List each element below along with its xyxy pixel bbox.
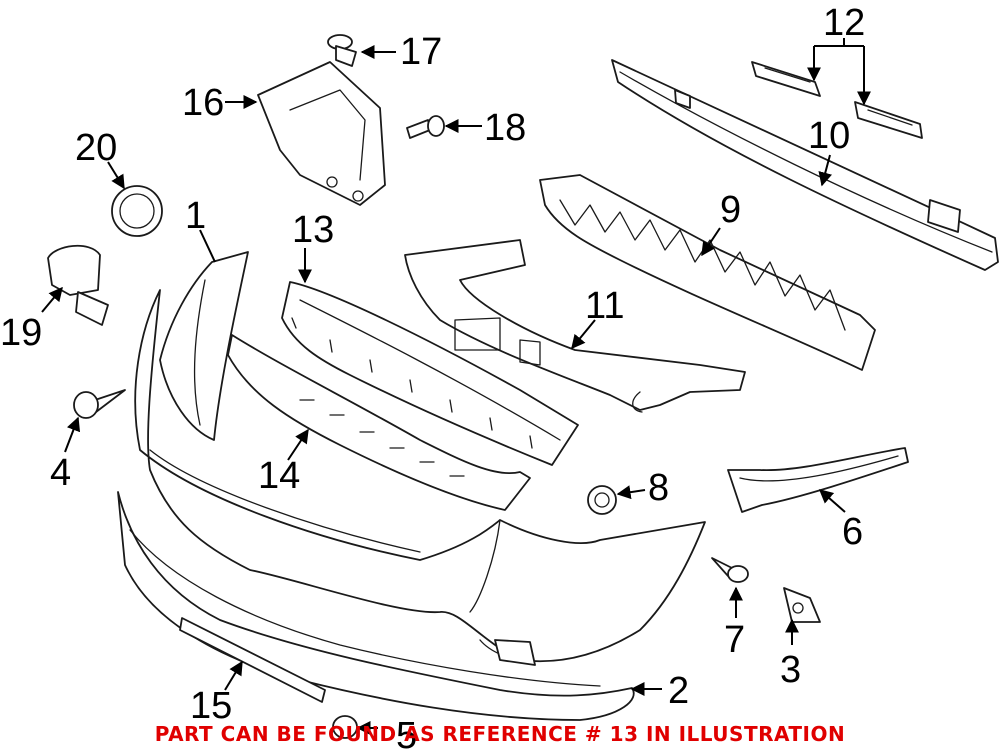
leader-11: [571, 319, 596, 350]
leader-4: [64, 416, 81, 453]
callout-6: 6: [842, 511, 863, 553]
callout-13: 13: [292, 209, 334, 251]
crossmember-part: [404, 239, 746, 413]
leader-20: [107, 161, 125, 190]
callout-15: 15: [190, 685, 232, 727]
leader-19: [41, 286, 63, 313]
callout-1: 1: [185, 195, 206, 237]
callout-10: 10: [808, 115, 850, 157]
bumper-pin-part: [73, 389, 126, 419]
leader-9: [701, 227, 721, 257]
reflector-strip-part: [227, 334, 531, 511]
reference-caption: PART CAN BE FOUND AS REFERENCE # 13 IN I…: [154, 722, 846, 746]
callout-17: 17: [400, 31, 442, 73]
leader-12: [813, 38, 865, 104]
bumper-support-part: [539, 174, 876, 371]
bolt-18-part: [406, 115, 445, 139]
callout-5: 5: [396, 715, 417, 756]
clip-pair-part: [751, 61, 923, 139]
molding-part: [179, 617, 326, 703]
callout-20: 20: [75, 127, 117, 169]
push-pin-part: [711, 557, 749, 583]
leader-15: [224, 660, 243, 691]
grommet-part: [587, 485, 617, 515]
leader-1: [199, 229, 216, 263]
mounting-bracket-part: [257, 61, 386, 206]
callout-labels: 1 2 3 4 5 6 7 8 9 10 11 12 13 14 15 16 1…: [0, 2, 865, 756]
leader-10: [818, 154, 833, 187]
leader-lines: [41, 38, 871, 735]
leader-6: [818, 489, 846, 513]
callout-7: 7: [724, 619, 745, 661]
callout-8: 8: [648, 467, 669, 509]
side-bracket-part: [727, 447, 909, 513]
callout-3: 3: [780, 649, 801, 691]
callout-16: 16: [182, 82, 224, 124]
absorber-strip-part: [281, 281, 579, 466]
bumper-bracket-part: [159, 251, 249, 441]
callout-11: 11: [585, 285, 624, 327]
retainer-clip-part: [783, 587, 821, 623]
callout-9: 9: [720, 189, 741, 231]
parking-sensor-part: [47, 244, 109, 326]
callout-14: 14: [258, 455, 300, 497]
reinforcement-beam-part: [611, 59, 999, 271]
callout-12: 12: [823, 2, 865, 44]
callout-4: 4: [50, 452, 71, 494]
bolt-17-part: [327, 34, 357, 67]
callout-2: 2: [668, 670, 689, 712]
leader-8: [616, 485, 646, 500]
callout-19: 19: [0, 312, 42, 354]
callout-18: 18: [484, 107, 526, 149]
seal-ring-part: [111, 185, 163, 237]
leader-14: [287, 428, 309, 461]
